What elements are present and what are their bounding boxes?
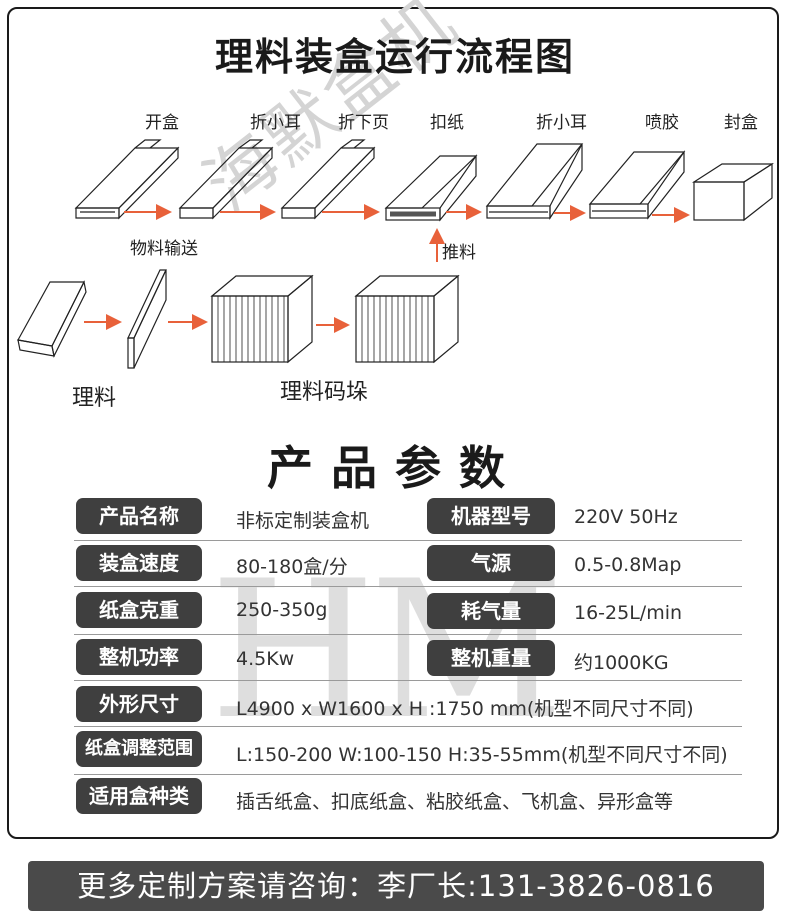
param-row [74, 540, 742, 587]
param-label-speed: 装盒速度 [76, 545, 202, 581]
label-seal-box: 封盒 [724, 113, 758, 133]
param-value-power: 4.5Kw [236, 648, 295, 670]
param-label-air-consumption: 耗气量 [427, 593, 555, 629]
label-fold-lower-page: 折下页 [338, 113, 389, 133]
fold-lower-page-illustration [280, 139, 376, 220]
param-value-product-name: 非标定制装盒机 [236, 510, 370, 532]
contact-footer: 更多定制方案请咨询：李厂长:131-3826-0816 [28, 861, 764, 911]
flow-title: 理料装盒运行流程图 [214, 35, 575, 79]
param-value-machine-weight: 约1000KG [574, 652, 669, 674]
main-frame [7, 7, 779, 839]
params-title: 产品参数 [267, 441, 523, 495]
material-board-illustration [127, 269, 167, 369]
stack-1-illustration [210, 274, 314, 364]
sorting-sheet-illustration [17, 280, 87, 358]
fold-ear-2-illustration [485, 143, 584, 220]
open-box-illustration [74, 139, 180, 220]
param-label-adjust-range: 纸盒调整范围 [76, 731, 202, 767]
param-label-product-name: 产品名称 [76, 498, 202, 534]
param-label-box-types: 适用盒种类 [76, 778, 202, 814]
label-buckle-paper: 扣纸 [430, 113, 464, 133]
param-label-dimensions: 外形尺寸 [76, 686, 202, 722]
param-value-box-weight: 250-350g [236, 599, 328, 621]
sealed-box-illustration [691, 162, 775, 222]
param-label-box-weight: 纸盒克重 [76, 592, 202, 628]
param-value-air-consumption: 16-25L/min [574, 602, 683, 624]
param-label-power: 整机功率 [76, 639, 202, 675]
label-spray-glue: 喷胶 [645, 113, 679, 133]
label-sorting: 理料 [72, 386, 117, 411]
param-value-model: 220V 50Hz [574, 506, 678, 528]
label-stacking: 理料码垛 [280, 380, 369, 405]
stack-2-illustration [354, 274, 460, 364]
param-row [74, 586, 742, 635]
process-flow-diagram [17, 139, 775, 369]
buckle-paper-illustration [384, 154, 478, 222]
param-label-model: 机器型号 [427, 498, 555, 534]
label-fold-ear-2: 折小耳 [536, 113, 587, 133]
param-value-air-source: 0.5-0.8Map [574, 554, 682, 576]
param-row [74, 726, 742, 775]
param-value-speed: 80-180盒/分 [236, 556, 348, 578]
fold-ear-1-illustration [178, 139, 274, 220]
spray-glue-illustration [588, 150, 686, 220]
label-fold-ear-1: 折小耳 [250, 113, 301, 133]
label-push-material: 推料 [442, 243, 476, 263]
param-value-adjust-range: L:150-200 W:100-150 H:35-55mm(机型不同尺寸不同) [236, 744, 728, 766]
param-label-air-source: 气源 [427, 545, 555, 581]
label-open-box: 开盒 [145, 113, 179, 133]
param-value-box-types: 插舌纸盒、扣底纸盒、粘胶纸盒、飞机盒、异形盒等 [236, 791, 674, 813]
param-label-machine-weight: 整机重量 [427, 640, 555, 676]
param-row [74, 634, 742, 681]
label-material-convey: 物料输送 [130, 239, 198, 259]
param-row [74, 494, 742, 541]
param-row [74, 680, 742, 727]
param-value-dimensions: L4900 x W1600 x H :1750 mm(机型不同尺寸不同) [236, 698, 694, 720]
